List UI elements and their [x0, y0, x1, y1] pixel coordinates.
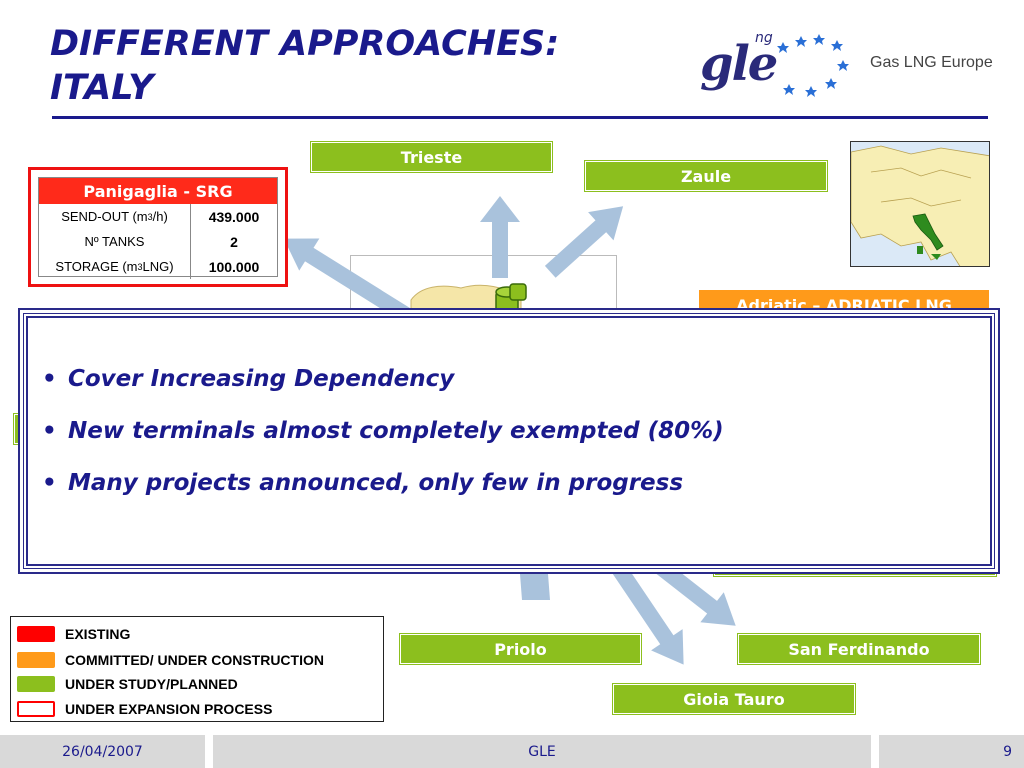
arrow-to-priolo: [520, 574, 550, 600]
legend-swatch: [17, 701, 55, 717]
legend-existing: EXISTING: [17, 626, 130, 642]
srg-row-tanks: Nº TANKS 2: [39, 229, 277, 254]
legend-committed: COMMITTED/ UNDER CONSTRUCTION: [17, 652, 324, 668]
bullet-item: •Cover Increasing Dependency: [42, 366, 455, 392]
italy-highlight: [912, 213, 944, 251]
footer-page-number: 9: [879, 735, 1024, 768]
footer-center: GLE: [213, 735, 871, 768]
europe-map-icon: [851, 145, 989, 266]
logo-mark: gle: [700, 36, 778, 92]
srg-row-value: 2: [230, 233, 238, 250]
bullet-item: •New terminals almost completely exempte…: [42, 418, 724, 444]
key-points-panel: •Cover Increasing Dependency •New termin…: [18, 308, 1000, 574]
srg-row-value: 439.000: [208, 208, 260, 225]
srg-row-value: 100.000: [208, 258, 260, 275]
key-points-list: •Cover Increasing Dependency •New termin…: [30, 365, 724, 521]
gle-logo: gle ng Gas LNG Europe: [695, 30, 1005, 105]
arrow-to-zaule: [544, 206, 624, 278]
terminal-priolo: Priolo: [400, 634, 641, 664]
eu-stars-icon: [777, 34, 849, 97]
arrow-to-trieste: [480, 196, 520, 278]
title-underline: [52, 116, 988, 119]
europe-locator-map: [850, 141, 990, 267]
terminal-gioia-tauro: Gioia Tauro: [613, 684, 855, 714]
slide-title: DIFFERENT APPROACHES: ITALY: [50, 24, 560, 108]
logo-brand-text: Gas LNG Europe: [870, 54, 993, 71]
legend-expansion: UNDER EXPANSION PROCESS: [17, 701, 272, 717]
legend-swatch: [17, 676, 55, 692]
bullet-item: •Many projects announced, only few in pr…: [42, 470, 684, 496]
srg-table-header: Panigaglia - SRG: [39, 178, 277, 204]
footer-date: 26/04/2007: [0, 735, 205, 768]
terminal-zaule: Zaule: [585, 161, 827, 191]
srg-row-label: Nº TANKS: [39, 229, 191, 254]
logo-superscript: ng: [755, 30, 773, 46]
legend-swatch: [17, 652, 55, 668]
legend-swatch: [17, 626, 55, 642]
terminal-san-ferdinando: San Ferdinando: [738, 634, 980, 664]
legend-planned: UNDER STUDY/PLANNED: [17, 676, 238, 692]
arrow-to-panigaglia: [283, 238, 414, 324]
status-legend: EXISTING COMMITTED/ UNDER CONSTRUCTION U…: [10, 616, 384, 722]
terminal-trieste: Trieste: [311, 142, 552, 172]
